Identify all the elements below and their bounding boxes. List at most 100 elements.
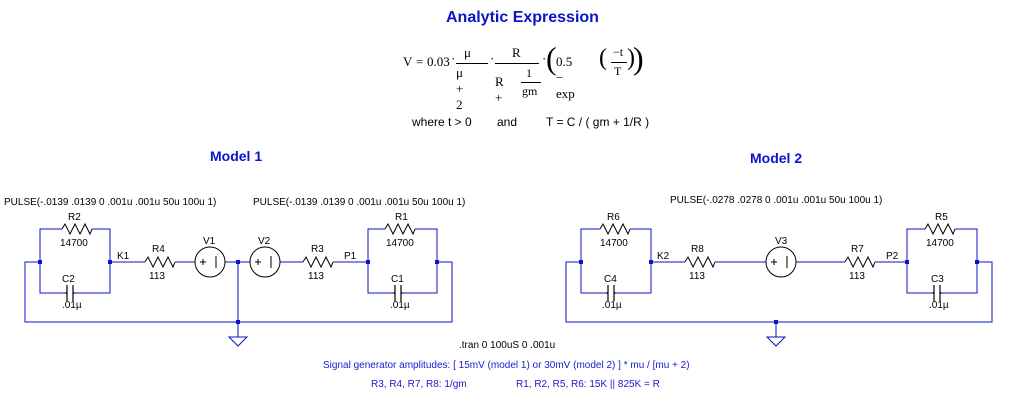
wire-m2-left-block	[580, 228, 600, 262]
wire-m1-left-block-br	[75, 262, 111, 294]
value-c1: .01µ	[390, 300, 410, 311]
wire-m1-right-block-br	[403, 262, 438, 294]
capacitors	[65, 285, 942, 301]
eq-r-numerator: R	[512, 45, 521, 60]
wire-m1-left-block-b	[39, 262, 65, 294]
ground-m2-icon	[765, 336, 787, 347]
wire-m1-outer-right	[238, 261, 453, 323]
wire-m1-left-block	[39, 228, 62, 262]
eq-where: where t > 0	[412, 115, 472, 129]
eq-r-denominator: R +	[495, 74, 504, 105]
value-r6: 14700	[600, 238, 628, 249]
eq-dot: ·	[451, 51, 456, 66]
capacitor-c2	[65, 285, 75, 301]
wire-m2-left-block-r	[630, 228, 652, 262]
model1-title: Model 1	[210, 148, 263, 164]
resistor-r8	[684, 255, 716, 269]
label-r5: R5	[935, 212, 948, 223]
value-c3: .01µ	[929, 300, 949, 311]
value-r8: 113	[689, 271, 705, 282]
label-r8: R8	[691, 244, 704, 255]
value-r5: 14700	[926, 238, 954, 249]
label-p2: P2	[886, 251, 899, 262]
eq-inner-left-paren: (	[599, 45, 607, 71]
source-v2	[249, 246, 281, 278]
eq-one: 1	[526, 66, 532, 80]
label-k1: K1	[117, 251, 130, 262]
label-r4: R4	[152, 244, 165, 255]
eq-neg-t: −t	[613, 45, 624, 59]
label-v3: V3	[775, 236, 788, 247]
eq-T-definition: T = C / ( gm + 1/R )	[546, 115, 650, 129]
ground-m1-icon	[227, 336, 249, 347]
wire-m1-outer-left	[24, 261, 238, 323]
wire-m2-outer-right	[776, 261, 993, 323]
junctions	[38, 260, 979, 324]
label-r2: R2	[68, 212, 81, 223]
label-r6: R6	[607, 212, 620, 223]
resistors	[61, 222, 956, 269]
eq-mu-denominator: μ + 2	[456, 65, 464, 112]
r-big-note: R1, R2, R5, R6: 15K || 825K = R	[516, 379, 660, 390]
wire-m2-right-block-br	[942, 262, 978, 294]
wire-m2-left-block-br	[616, 262, 652, 294]
v3-pulse-label: PULSE(-.0278 .0278 0 .001u .001u 50u 100…	[670, 195, 883, 206]
eq-mu-fraction-bar	[456, 63, 488, 64]
wire-m2-right-block-r	[955, 228, 978, 262]
eq-gm: gm	[522, 84, 538, 98]
eq-dot3: ·	[542, 51, 547, 66]
grounds	[227, 336, 787, 347]
voltage-sources	[194, 246, 797, 278]
resistor-r6	[599, 222, 631, 236]
capacitor-c1	[393, 285, 403, 301]
eq-gm-fraction-bar	[521, 82, 541, 83]
eq-r-fraction-bar	[495, 63, 539, 64]
wire-m1-right-block	[367, 228, 385, 262]
eq-equals: =	[416, 54, 424, 69]
eq-mu-numerator: μ	[464, 45, 471, 60]
component-labels: R2 14700 C2 .01µ K1 R4 113 V1 V2 R3 113 …	[60, 212, 954, 311]
label-c2: C2	[62, 274, 75, 285]
value-c2: .01µ	[62, 300, 82, 311]
resistor-r3	[302, 255, 334, 269]
resistor-r7	[844, 255, 876, 269]
source-v1	[194, 246, 226, 278]
wire-m1-right-block-r	[415, 228, 438, 262]
value-r4: 113	[149, 271, 165, 282]
eq-lhs: V	[403, 54, 413, 69]
source-v3	[765, 246, 797, 278]
wire-m2-left-block-b	[580, 262, 606, 294]
label-c4: C4	[604, 274, 617, 285]
resistor-r4	[144, 255, 176, 269]
page-title: Analytic Expression	[446, 9, 599, 26]
wire-m1-right-block-b	[367, 262, 393, 294]
value-r2: 14700	[60, 238, 88, 249]
eq-paren-body: 0.5 − exp	[556, 54, 575, 101]
label-c1: C1	[391, 274, 404, 285]
wire-m1-left-block-r	[92, 228, 111, 262]
eq-t-fraction-bar	[611, 62, 627, 63]
label-c3: C3	[931, 274, 944, 285]
wires	[24, 228, 993, 337]
eq-right-paren: )	[633, 40, 644, 76]
eq-inner-right-paren: )	[627, 45, 635, 71]
resistor-r2	[61, 222, 93, 236]
capacitor-c4	[606, 285, 616, 301]
label-r1: R1	[395, 212, 408, 223]
eq-dot2: ·	[490, 51, 495, 66]
signal-amplitude-note: Signal generator amplitudes: [ 15mV (mod…	[323, 360, 690, 371]
wire-m2-right-block	[906, 228, 925, 262]
r-small-note: R3, R4, R7, R8: 1/gm	[371, 379, 467, 390]
model2-title: Model 2	[750, 150, 803, 166]
label-v1: V1	[203, 236, 216, 247]
tran-directive: .tran 0 100uS 0 .001u	[459, 340, 556, 351]
eq-left-paren: (	[546, 40, 557, 76]
resistor-r1	[384, 222, 416, 236]
value-c4: .01µ	[602, 300, 622, 311]
eq-T: T	[614, 64, 622, 78]
value-r7: 113	[849, 271, 865, 282]
v2-pulse-label: PULSE(-.0139 .0139 0 .001u .001u 50u 100…	[253, 197, 466, 208]
wire-m2-outer-left	[565, 261, 776, 323]
